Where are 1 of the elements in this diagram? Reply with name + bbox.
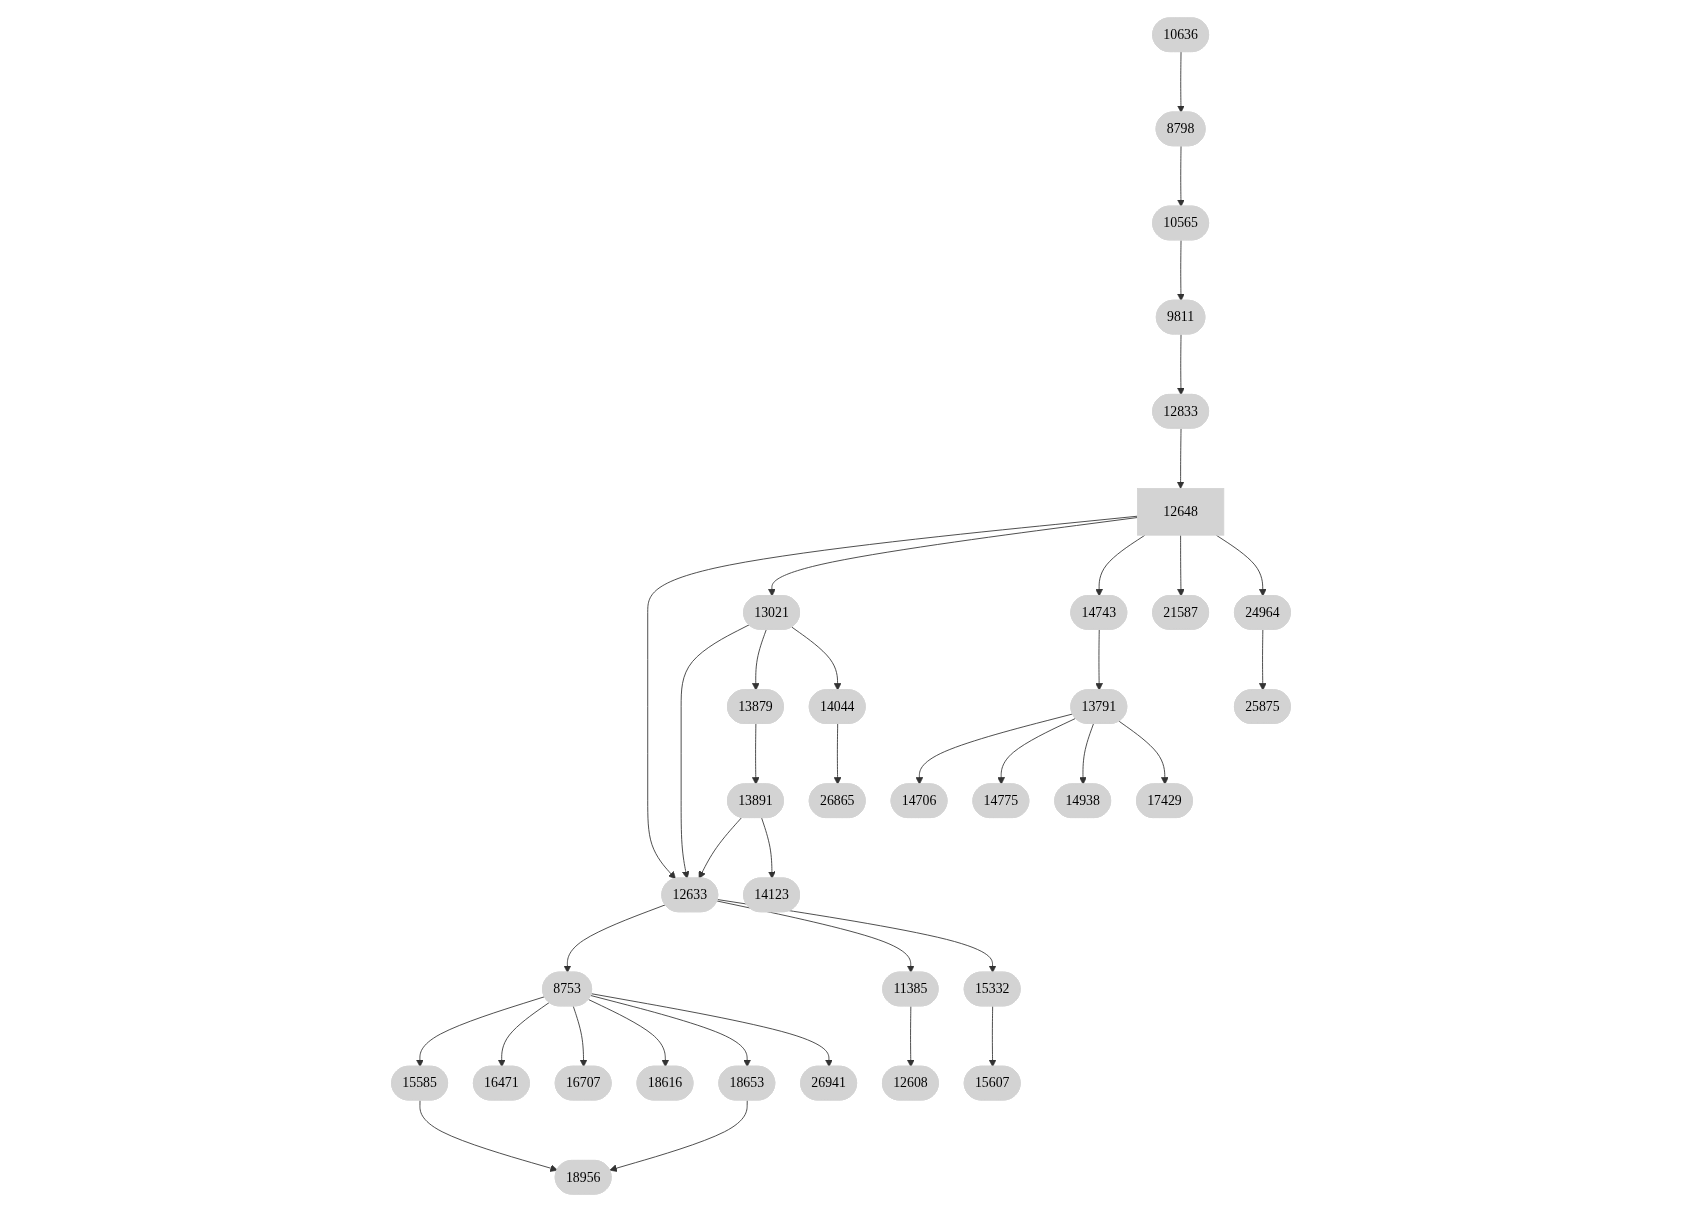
node-box: 12648 — [1137, 487, 1225, 536]
